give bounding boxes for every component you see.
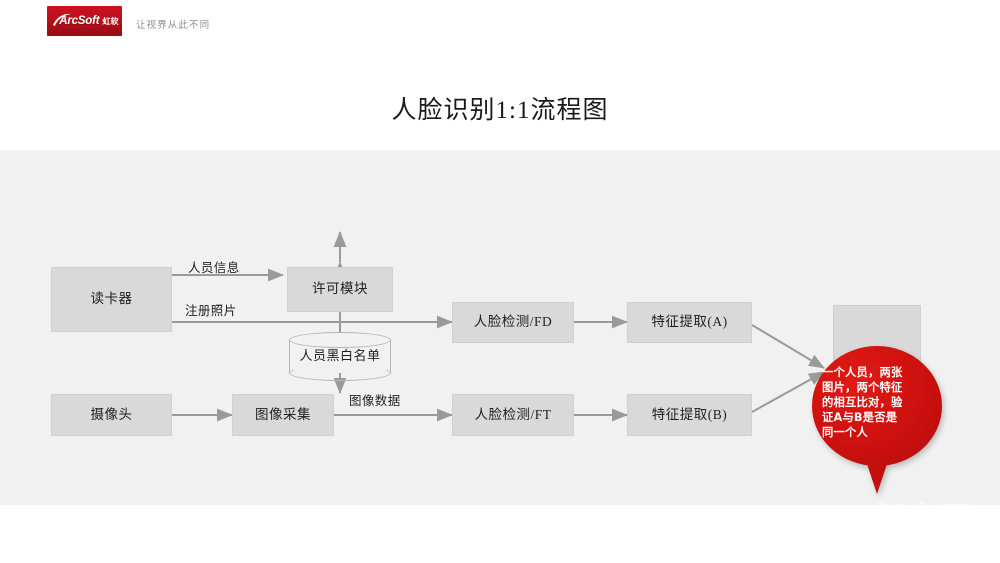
node-feature-extract-a[interactable]: 特征提取(A) — [627, 302, 752, 343]
node-feature-extract-b[interactable]: 特征提取(B) — [627, 394, 752, 436]
callout-circle — [812, 346, 942, 466]
arcsoft-logo: ArcSoft 虹软 — [47, 6, 122, 36]
node-camera[interactable]: 摄像头 — [51, 394, 172, 436]
callout-line-5: 同一个人 — [822, 425, 868, 439]
logo-wordmark-cn: 虹软 — [102, 16, 119, 26]
callout-line-1: 一个人员，两张 — [822, 366, 903, 379]
db-bottom-ellipse — [289, 365, 391, 381]
node-face-detect-fd[interactable]: 人脸检测/FD — [452, 302, 574, 343]
callout-text: 一个人员，两张 图片，两个特征 的相互比对，验 证A与B是否是 同一个人 — [822, 366, 932, 441]
watermark-subtext: zhidx.com — [890, 531, 958, 540]
db-top-ellipse — [289, 332, 391, 348]
brand-header: ArcSoft 虹软 让视界从此不同 — [0, 0, 1000, 48]
callout-line-4: 证A与B是否是 — [822, 410, 898, 424]
flowchart-panel: 人员黑白名单 读卡器 许可模块 人脸检测/FD 特征提取(A) 摄像头 图像采集… — [0, 150, 1000, 505]
callout-line-3: 的相互比对，验 — [822, 395, 903, 409]
callout-bubble-annotation: 一个人员，两张 图片，两个特征 的相互比对，验 证A与B是否是 同一个人 — [812, 346, 942, 494]
edge-label-image-data: 图像数据 — [349, 394, 401, 408]
edge-label-register-photo: 注册照片 — [185, 304, 237, 318]
brand-tagline: 让视界从此不同 — [136, 20, 211, 31]
node-card-reader[interactable]: 读卡器 — [51, 267, 172, 332]
logo-wordmark: ArcSoft — [59, 15, 100, 27]
logo-swoosh-icon — [53, 13, 71, 26]
node-label-blacklist: 人员黑白名单 — [299, 348, 381, 363]
edge-label-person-info: 人员信息 — [188, 261, 240, 275]
node-license-module[interactable]: 许可模块 — [287, 267, 393, 312]
page-title: 人脸识别1:1流程图 — [391, 97, 609, 124]
node-face-detect-ft[interactable]: 人脸检测/FT — [452, 394, 574, 436]
node-image-capture[interactable]: 图像采集 — [232, 394, 334, 436]
callout-line-2: 图片，两个特征 — [822, 380, 903, 394]
node-blacklist-database[interactable]: 人员黑白名单 — [289, 332, 391, 381]
